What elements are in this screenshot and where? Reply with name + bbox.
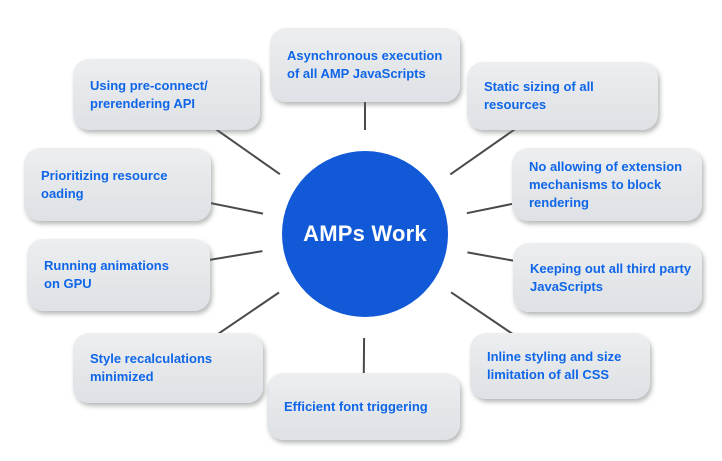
node-label-inline-css-limits: Inline styling and size limitation of al… <box>487 349 622 382</box>
node-no-third-party-js: Keeping out all third party JavaScripts <box>513 243 702 312</box>
node-async-execution: Asynchronous execution of all AMP JavaSc… <box>270 28 460 102</box>
node-label-static-sizing: Static sizing of all resources <box>484 79 594 112</box>
node-gpu-animations: Running animations on GPU <box>27 239 210 311</box>
node-label-gpu-animations: Running animations on GPU <box>44 258 169 291</box>
node-label-resource-loading: Prioritizing resource oading <box>41 167 168 201</box>
node-label-preconnect-api: Using pre-connect/ prerendering API <box>90 77 208 111</box>
node-label-no-extension-blocking: No allowing of extension mechanisms to b… <box>529 158 683 210</box>
node-static-sizing: Static sizing of all resources <box>467 62 658 130</box>
node-preconnect-api: Using pre-connect/ prerendering API <box>73 59 260 130</box>
diagram-title: AMPs Work <box>303 221 427 246</box>
node-label-style-recalculations: Style recalculations minimized <box>90 351 213 384</box>
node-style-recalculations: Style recalculations minimized <box>73 333 263 403</box>
node-resource-loading: Prioritizing resource oading <box>24 148 211 221</box>
node-label-font-triggering: Efficient font triggering <box>284 398 428 414</box>
node-label-no-third-party-js: Keeping out all third party JavaScripts <box>530 260 692 294</box>
node-label-async-execution: Asynchronous execution of all AMP JavaSc… <box>287 48 443 81</box>
node-no-extension-blocking: No allowing of extension mechanisms to b… <box>512 148 702 221</box>
node-inline-css-limits: Inline styling and size limitation of al… <box>470 333 650 399</box>
node-font-triggering: Efficient font triggering <box>267 373 460 440</box>
center-circle: AMPs Work <box>282 151 448 317</box>
